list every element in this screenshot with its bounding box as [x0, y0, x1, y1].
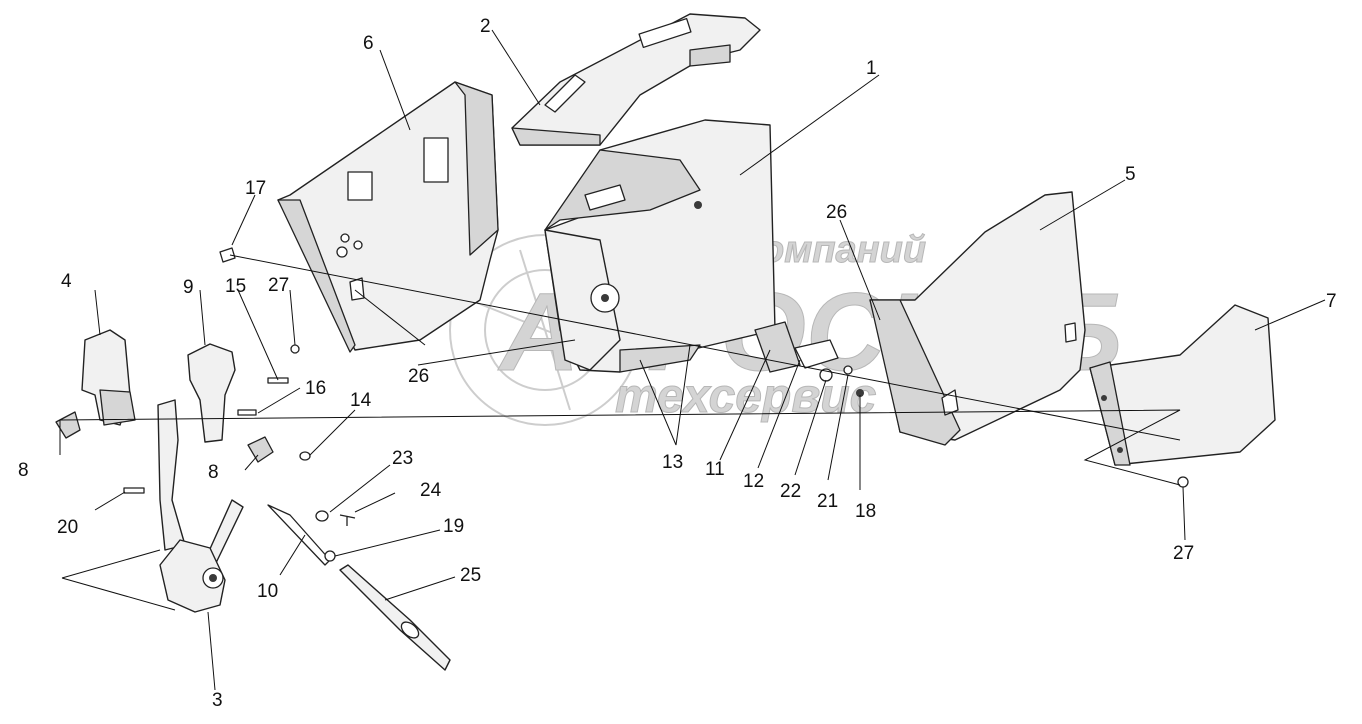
callout-6: 6	[363, 33, 374, 54]
callout-23: 23	[392, 448, 413, 469]
callout-8-left: 8	[18, 460, 29, 481]
part-8-clip-right	[247, 436, 274, 463]
callout-10: 10	[257, 581, 278, 602]
part-25-cable	[339, 564, 451, 671]
callout-27-right: 27	[1173, 543, 1194, 564]
callout-4: 4	[61, 271, 72, 292]
callout-1: 1	[866, 58, 877, 79]
callout-16: 16	[305, 378, 326, 399]
callout-2: 2	[480, 16, 491, 37]
part-2-top-cover	[511, 13, 761, 146]
callout-20: 20	[57, 517, 78, 538]
part-4-knob-housing	[81, 329, 136, 426]
callout-27-left: 27	[268, 275, 289, 296]
callout-3: 3	[212, 690, 223, 711]
part-7-rear-cover	[1089, 304, 1276, 466]
callout-8-right: 8	[208, 462, 219, 483]
callout-12: 12	[743, 471, 764, 492]
callout-11: 11	[705, 459, 725, 480]
callout-13: 13	[662, 452, 683, 473]
callout-15: 15	[225, 276, 246, 297]
part-9-knob	[187, 343, 236, 443]
callout-26-left: 26	[408, 366, 429, 387]
callout-21: 21	[817, 491, 838, 512]
leader-lines	[59, 29, 1326, 691]
callout-18: 18	[855, 501, 876, 522]
callout-22: 22	[780, 481, 801, 502]
callout-7: 7	[1326, 291, 1337, 312]
callout-17: 17	[245, 178, 266, 199]
part-8-clip-left	[55, 411, 81, 439]
callout-5: 5	[1125, 164, 1136, 185]
part-6-left-panel	[277, 81, 499, 353]
callout-labels: 1 2 3 4 5 6 7 8 8 9 10 11 12 13 14 15 16…	[18, 16, 1337, 711]
callout-19: 19	[443, 516, 464, 537]
callout-24: 24	[420, 480, 442, 501]
part-3-lever-assembly	[157, 399, 244, 613]
callout-14: 14	[350, 390, 372, 411]
part-1-housing	[544, 119, 776, 373]
callout-26-right: 26	[826, 202, 847, 223]
callout-9: 9	[183, 277, 194, 298]
callout-25: 25	[460, 565, 481, 586]
